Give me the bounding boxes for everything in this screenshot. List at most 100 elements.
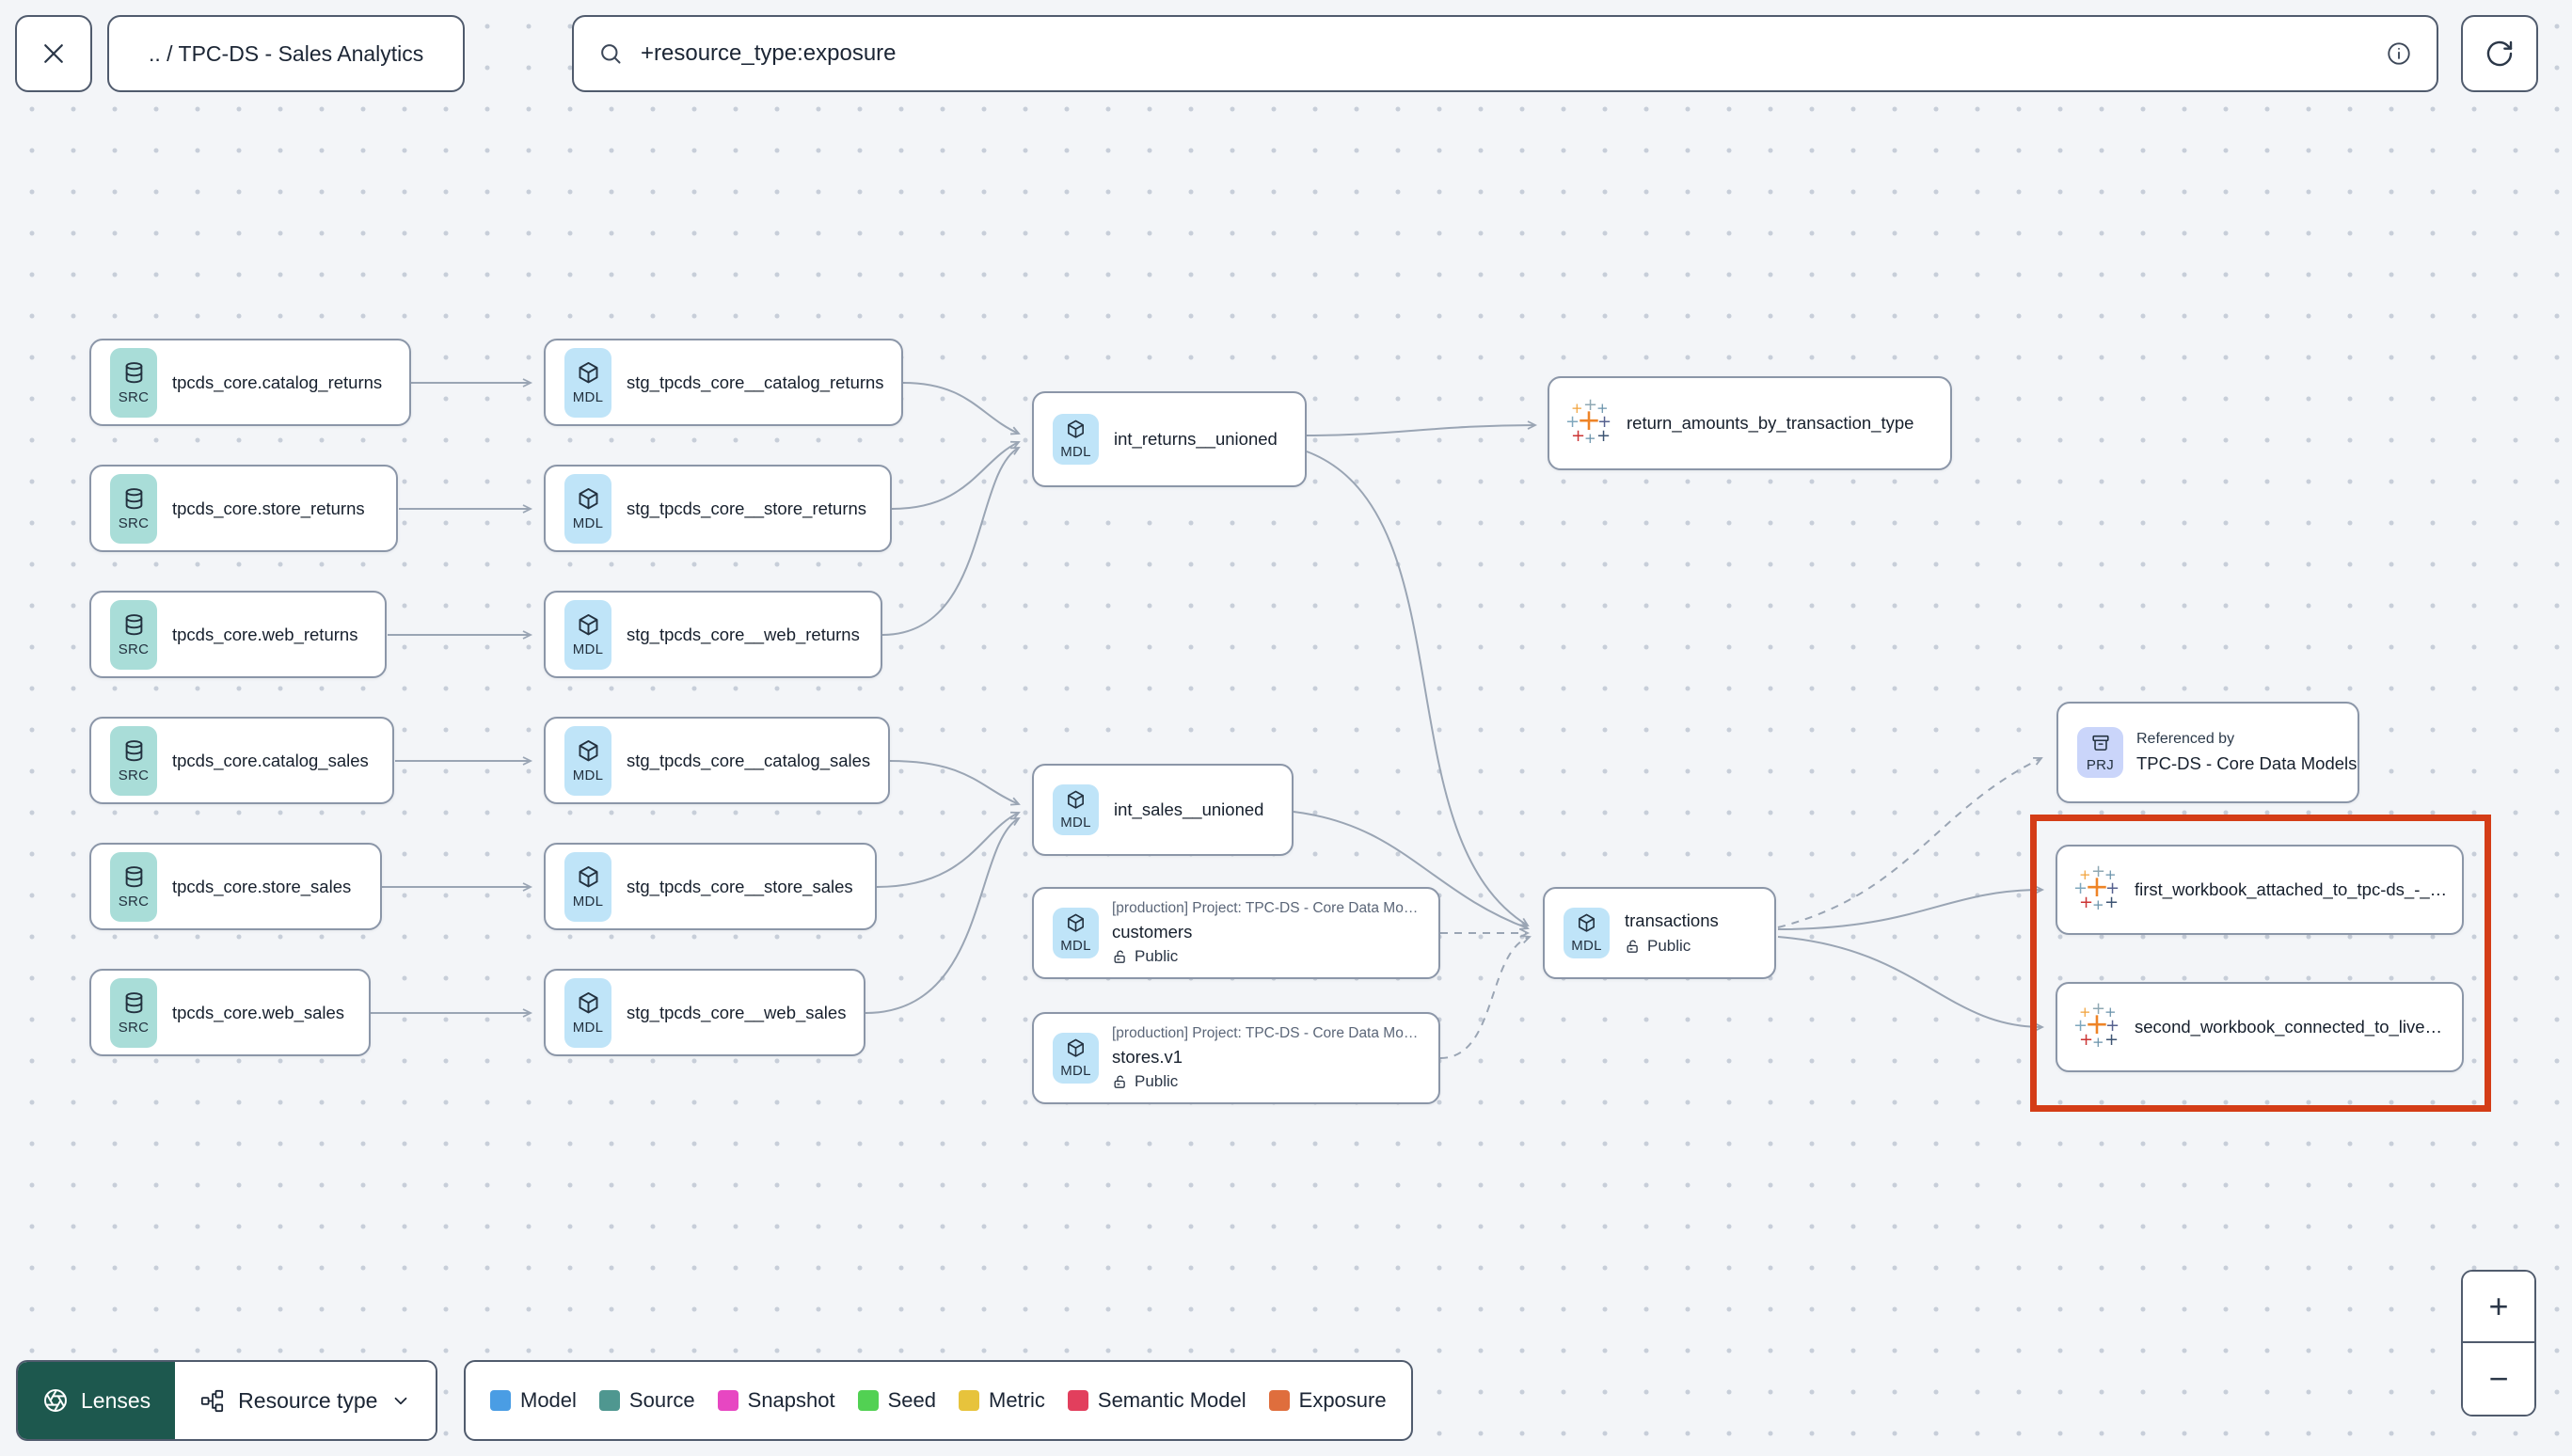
node-model-stg-store-returns[interactable]: MDL stg_tpcds_core__store_returns [544,465,892,552]
info-icon[interactable] [2386,40,2412,67]
node-source-catalog-sales[interactable]: SRC tpcds_core.catalog_sales [89,717,394,804]
zoom-in-button[interactable]: + [2463,1272,2534,1343]
legend-swatch [1268,1390,1290,1411]
node-exposure-workbook-2[interactable]: + + + + + + + + + second_workbook_connec… [2056,982,2464,1072]
node-exposure-return-amounts[interactable]: + + + + + + + + + return_amounts_by_tran… [1548,376,1952,470]
breadcrumb[interactable]: .. / TPC-DS - Sales Analytics [107,15,466,92]
source-badge: SRC [110,977,157,1048]
model-badge: MDL [564,851,611,922]
cube-icon [1068,1038,1084,1057]
project-badge: PRJ [2077,727,2123,778]
legend-item-semantic-model: Semantic Model [1067,1388,1246,1413]
model-badge: MDL [1564,908,1610,958]
edge-intreturns-transactions [1306,451,1530,927]
node-label: first_workbook_attached_to_tpc-ds_-_… [2135,879,2448,899]
node-source-store-returns[interactable]: SRC tpcds_core.store_returns [89,465,398,552]
node-label: return_amounts_by_transaction_type [1627,413,1914,433]
node-label: stg_tpcds_core__catalog_sales [627,750,871,770]
model-badge: MDL [564,725,611,796]
lenses-button[interactable]: Lenses [18,1362,176,1439]
access-row: Public [1112,947,1418,966]
node-label: second_workbook_connected_to_live… [2135,1017,2443,1037]
node-referenced-by-project[interactable]: PRJ Referenced by TPC-DS - Core Data Mod… [2056,702,2359,803]
lens-resource-type-dropdown[interactable]: Resource type [175,1362,437,1439]
node-label: stg_tpcds_core__web_returns [627,624,860,644]
zoom-out-button[interactable]: − [2463,1343,2534,1415]
source-badge: SRC [110,473,157,544]
node-model-stg-catalog-returns[interactable]: MDL stg_tpcds_core__catalog_returns [544,339,903,426]
search-icon [601,43,621,64]
node-source-web-returns[interactable]: SRC tpcds_core.web_returns [89,591,387,678]
database-icon [125,487,142,509]
node-label: TPC-DS - Core Data Models [2136,753,2358,773]
legend-item-metric: Metric [959,1388,1045,1413]
close-icon [44,44,63,63]
refresh-button[interactable] [2461,15,2538,92]
model-badge: MDL [1053,1033,1099,1084]
resource-type-icon [201,1389,224,1412]
node-label: int_sales__unioned [1114,799,1264,819]
zoom-control: + − [2461,1270,2536,1416]
legend-swatch [490,1390,511,1411]
resource-type-legend: Model Source Snapshot Seed Metric Semant… [464,1360,1413,1441]
node-model-stg-web-returns[interactable]: MDL stg_tpcds_core__web_returns [544,591,882,678]
access-row: Public [1625,937,1719,956]
search-input[interactable] [641,40,2369,67]
node-source-catalog-returns[interactable]: SRC tpcds_core.catalog_returns [89,339,411,426]
legend-swatch [959,1390,979,1411]
node-model-int-returns-unioned[interactable]: MDL int_returns__unioned [1032,391,1307,487]
node-label: tpcds_core.catalog_returns [172,372,383,392]
node-model-stg-web-sales[interactable]: MDL stg_tpcds_core__web_sales [544,969,865,1056]
node-source-web-sales[interactable]: SRC tpcds_core.web_sales [89,969,371,1056]
node-label: stores.v1 [1112,1047,1183,1067]
refresh-icon [2486,40,2513,67]
legend-item-exposure: Exposure [1268,1388,1387,1413]
node-model-stores-v1[interactable]: MDL [production] Project: TPC-DS - Core … [1032,1012,1440,1104]
edge-stg5-intsales [876,811,1021,888]
node-label: stg_tpcds_core__web_sales [627,1002,847,1022]
legend-item-snapshot: Snapshot [717,1388,835,1413]
source-badge: SRC [110,347,157,418]
tableau-icon: + + + + + + + + + [2073,999,2120,1051]
node-label: tpcds_core.store_returns [172,498,365,518]
node-model-transactions[interactable]: MDL transactions Public [1543,887,1776,979]
cube-icon [579,361,597,383]
edge-intreturns-exposure [1306,420,1538,436]
node-label: stg_tpcds_core__store_returns [627,498,867,518]
node-exposure-workbook-1[interactable]: + + + + + + + + + first_workbook_attache… [2056,845,2464,935]
node-label: tpcds_core.web_sales [172,1002,345,1022]
node-label: customers [1112,922,1193,942]
close-button[interactable] [15,15,92,92]
node-model-stg-store-sales[interactable]: MDL stg_tpcds_core__store_sales [544,843,877,930]
cube-icon [579,739,597,761]
access-row: Public [1112,1072,1418,1091]
node-project-context: [production] Project: TPC-DS - Core Data… [1112,900,1419,916]
legend-item-model: Model [490,1388,577,1413]
source-badge: SRC [110,725,157,796]
node-project-context: [production] Project: TPC-DS - Core Data… [1112,1025,1419,1041]
tableau-icon: + + + + + + + + + [2073,862,2120,913]
database-icon [125,613,142,635]
cube-icon [1068,790,1084,809]
cube-icon [1068,913,1084,932]
node-label: tpcds_core.store_sales [172,876,352,896]
cube-icon [1579,913,1595,932]
model-badge: MDL [1053,908,1099,958]
node-model-int-sales-unioned[interactable]: MDL int_sales__unioned [1032,764,1294,856]
selection-highlight-rect [2030,815,2491,1112]
unlock-icon [1114,1075,1125,1088]
model-badge: MDL [564,977,611,1048]
node-model-stg-catalog-sales[interactable]: MDL stg_tpcds_core__catalog_sales [544,717,890,804]
search-bar[interactable] [572,15,2438,92]
node-model-customers[interactable]: MDL [production] Project: TPC-DS - Core … [1032,887,1440,979]
node-source-store-sales[interactable]: SRC tpcds_core.store_sales [89,843,382,930]
cube-icon [579,613,597,635]
edge-stg3-intreturns [881,447,1021,636]
edge-stg6-intsales [865,816,1021,1014]
cube-icon [579,487,597,509]
legend-swatch [598,1390,620,1411]
chevron-down-icon [395,1397,407,1405]
model-badge: MDL [1053,414,1099,465]
